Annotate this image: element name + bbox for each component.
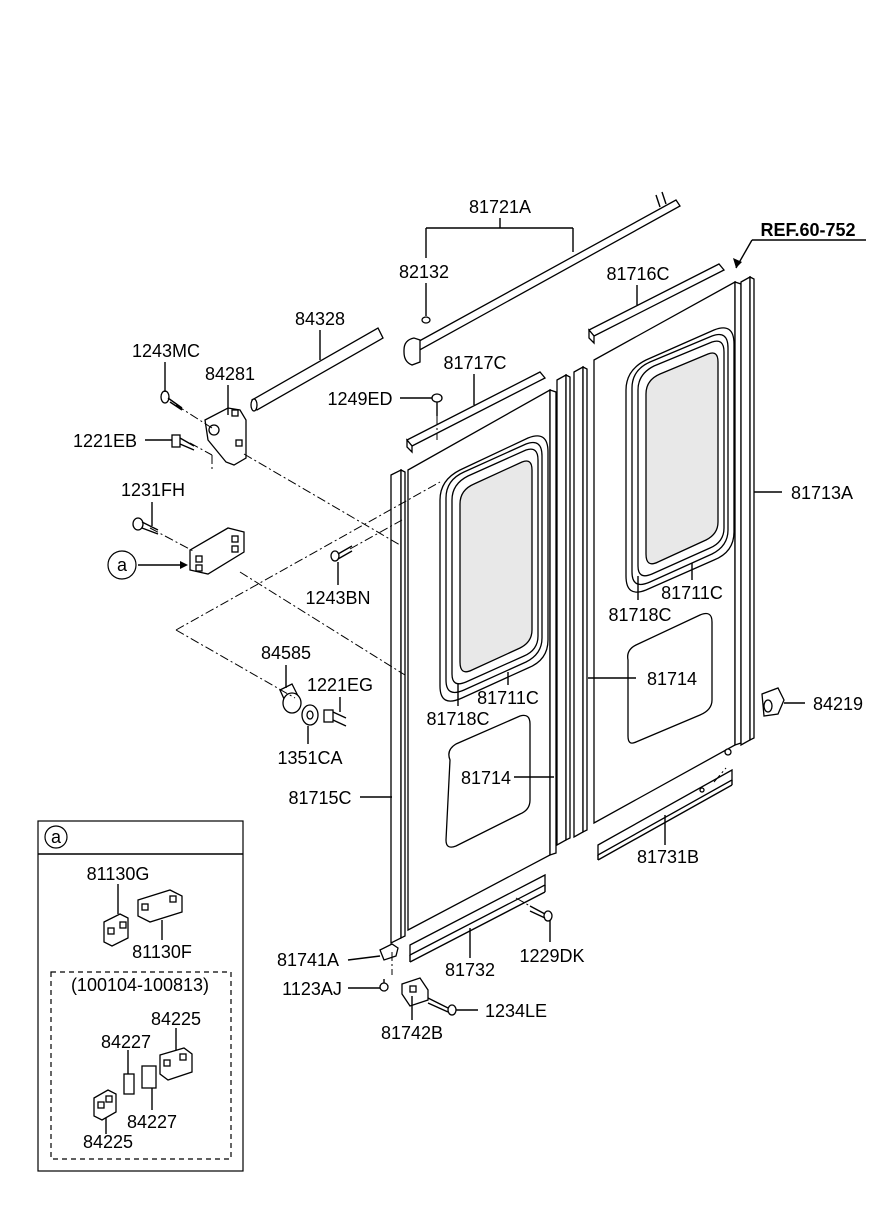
screw-1243bn: [330, 545, 353, 562]
clip-81741a: [379, 943, 399, 961]
washer-1351ca: [301, 704, 319, 726]
right-side-strip: [740, 275, 755, 747]
label-81714-right: 81714: [647, 669, 697, 689]
label-81716c: 81716C: [606, 264, 669, 284]
label-81741a: 81741A: [277, 950, 339, 970]
inset-letter: a: [51, 827, 62, 847]
right-top-channel: [587, 263, 726, 345]
rod-84328: [250, 327, 384, 412]
label-84281: 84281: [205, 364, 255, 384]
screw-82132: [421, 310, 431, 324]
bolt-1231fh: [132, 517, 159, 535]
label-81130g: 81130G: [87, 864, 150, 884]
roller-84585: [279, 683, 302, 714]
label-81718c-right: 81718C: [608, 605, 671, 625]
part-labels: 81721A 82132 81716C 84328 1243MC 84281 8…: [73, 197, 863, 1043]
middle-strip-left: [556, 373, 571, 847]
guide-81742b: [401, 977, 429, 1007]
screw-1123aj: [379, 979, 389, 992]
top-rail: [403, 191, 681, 366]
label-82132: 82132: [399, 262, 449, 282]
label-84227-bottom: 84227: [127, 1112, 177, 1132]
inset-detail-a: a 81130G 81130F (100104-100813) 84225 84…: [37, 820, 244, 1172]
label-1221eg: 1221EG: [307, 675, 373, 695]
label-1351ca: 1351CA: [277, 748, 342, 768]
label-81718c-left: 81718C: [426, 709, 489, 729]
date-range: (100104-100813): [71, 975, 209, 995]
bolt-1221eg: [323, 709, 347, 727]
screw-1243mc: [160, 390, 183, 411]
label-1243bn: 1243BN: [305, 588, 370, 608]
label-1221eb: 1221EB: [73, 431, 137, 451]
guide-block: [189, 527, 245, 575]
label-1243mc: 1243MC: [132, 341, 200, 361]
label-81711c-left: 81711C: [477, 688, 539, 708]
left-bottom-rail: [409, 873, 546, 963]
middle-strip-right: [573, 365, 588, 839]
label-81717c: 81717C: [443, 353, 506, 373]
label-81130f: 81130F: [132, 942, 192, 962]
label-1249ed: 1249ED: [327, 389, 392, 409]
label-81714-left: 81714: [461, 768, 511, 788]
label-81731b: 81731B: [637, 847, 699, 867]
label-81715c: 81715C: [288, 788, 351, 808]
left-top-channel: [405, 371, 547, 454]
label-84227-top: 84227: [101, 1032, 151, 1052]
label-84225-top: 84225: [151, 1009, 201, 1029]
callout-letter: a: [117, 555, 128, 575]
ref-label: REF.60-752: [760, 220, 855, 240]
leader-lines: [138, 218, 866, 1020]
label-1123aj: 1123AJ: [282, 979, 342, 999]
label-81742b: 81742B: [381, 1023, 443, 1043]
callout-a: a: [107, 550, 137, 580]
right-window-frames: [625, 327, 735, 593]
label-81721a: 81721A: [469, 197, 531, 217]
label-81732: 81732: [445, 960, 495, 980]
assembly-lines: [149, 404, 727, 975]
left-side-strip: [390, 468, 406, 945]
label-81711c-right: 81711C: [661, 583, 723, 603]
screw-1249ed: [431, 393, 443, 416]
left-window-frames: [439, 435, 549, 702]
bolt-1221eb: [171, 434, 195, 451]
screw-1229dk: [529, 905, 553, 922]
stopper-84219: [761, 687, 785, 717]
label-1231fh: 1231FH: [121, 480, 185, 500]
screw-1234le: [427, 997, 457, 1016]
hinge-bracket-84281: [204, 407, 247, 466]
label-84225-bottom: 84225: [83, 1132, 133, 1152]
label-84328: 84328: [295, 309, 345, 329]
label-1229dk: 1229DK: [519, 946, 584, 966]
label-84585: 84585: [261, 643, 311, 663]
label-1234le: 1234LE: [485, 1001, 547, 1021]
label-84219: 84219: [813, 694, 863, 714]
label-81713a: 81713A: [791, 483, 853, 503]
